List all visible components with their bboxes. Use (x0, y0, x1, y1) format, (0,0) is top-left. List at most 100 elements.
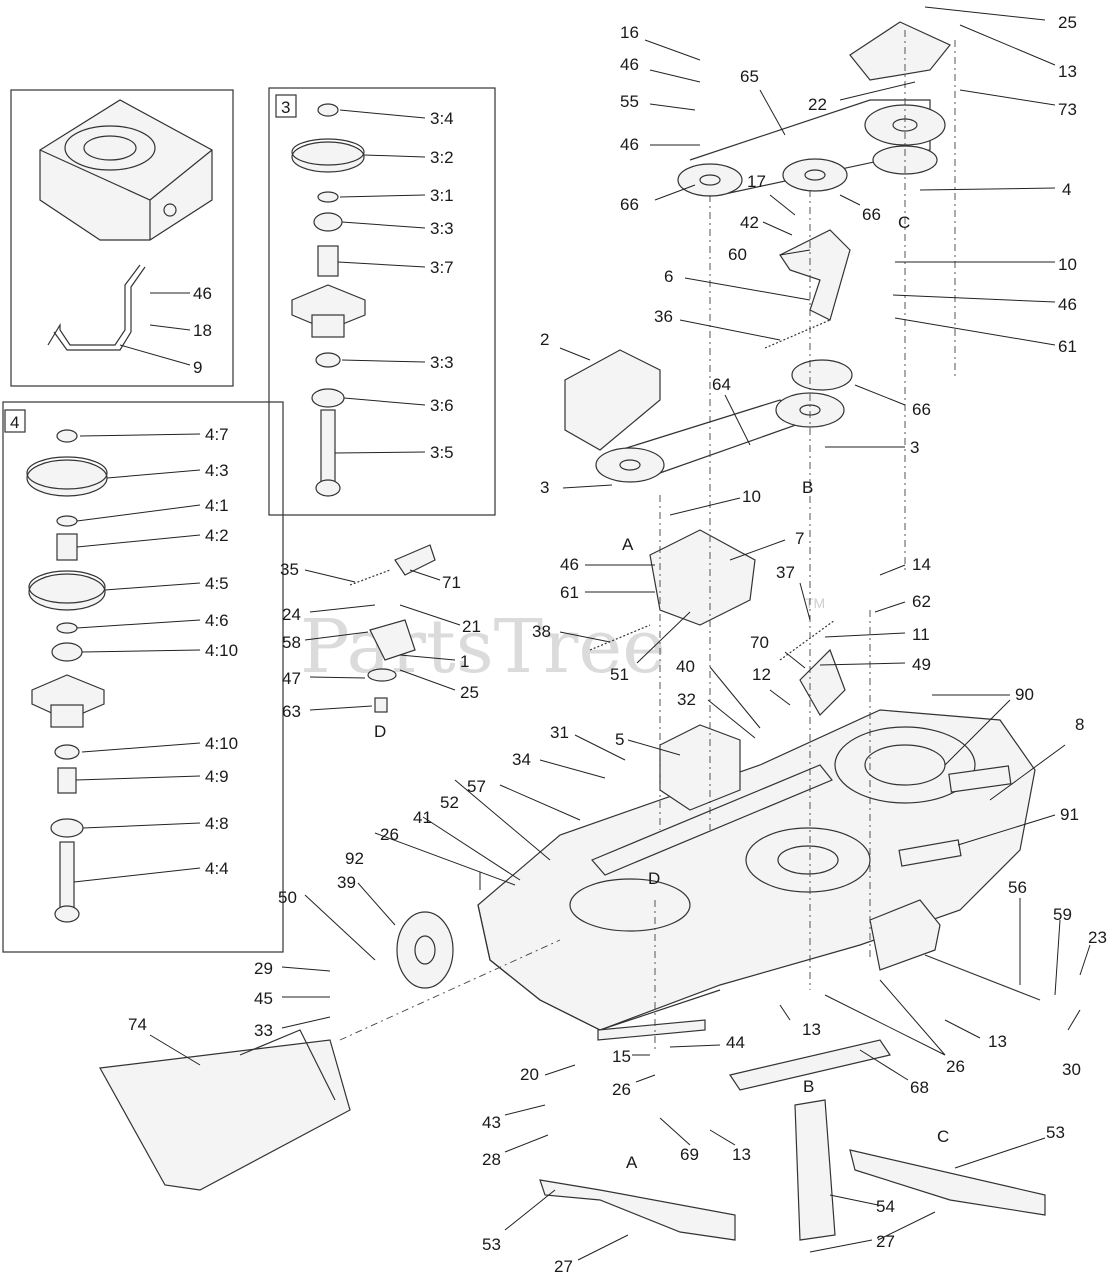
callout-64: 64 (712, 375, 731, 394)
blade-c (849, 1149, 1046, 1216)
callout-51: 51 (610, 665, 629, 684)
callout-d: D (374, 722, 386, 741)
callout-13: 13 (802, 1020, 821, 1039)
callout-61: 61 (1058, 337, 1077, 356)
callout-3-6: 3:6 (430, 396, 454, 415)
callout-50: 50 (278, 888, 297, 907)
callout-46: 46 (620, 55, 639, 74)
inset-4-spindle: 4 (2, 401, 284, 953)
callout-3: 3 (910, 438, 919, 457)
callout-c: C (898, 213, 910, 232)
callout-12: 12 (752, 665, 771, 684)
callout-17: 17 (747, 172, 766, 191)
callout-27: 27 (876, 1232, 895, 1251)
blade-b (794, 1099, 836, 1241)
lower-belt-pulleys (564, 349, 853, 483)
callout-13: 13 (1058, 62, 1077, 81)
callout-70: 70 (750, 633, 769, 652)
callout-91: 91 (1060, 805, 1079, 824)
inset-3-tag: 3 (281, 98, 290, 117)
callout-47: 47 (282, 669, 301, 688)
callout-4-3: 4:3 (205, 461, 229, 480)
callout-15: 15 (612, 1047, 631, 1066)
callout-66: 66 (620, 195, 639, 214)
callout-28: 28 (482, 1150, 501, 1169)
callout-c: C (937, 1127, 949, 1146)
callout-35: 35 (280, 560, 299, 579)
callout-3-4: 3:4 (430, 109, 454, 128)
callout-4: 4 (1062, 180, 1071, 199)
watermark-trademark: TM (805, 595, 825, 611)
callout-labels: 16 46 55 46 66 65 22 25 13 73 4 C 17 42 … (128, 13, 1107, 1276)
callout-13: 13 (732, 1145, 751, 1164)
callout-68: 68 (910, 1078, 929, 1097)
callout-3-3: 3:3 (430, 219, 454, 238)
callout-3-5: 3:5 (430, 443, 454, 462)
callout-3-2: 3:2 (430, 148, 454, 167)
callout-2: 2 (540, 330, 549, 349)
blade-a (539, 1179, 736, 1241)
inset-frame-linkage (10, 89, 234, 387)
callout-58: 58 (282, 633, 301, 652)
callout-4-2: 4:2 (205, 526, 229, 545)
callout-65: 65 (740, 67, 759, 86)
idler-arm-springs (589, 229, 851, 811)
callout-33: 33 (254, 1021, 273, 1040)
callout-4-1: 4:1 (205, 496, 229, 515)
callout-1: 1 (460, 652, 469, 671)
mower-deck (477, 709, 1036, 1031)
linkage-rod (869, 899, 1041, 1001)
callout-66: 66 (912, 400, 931, 419)
callout-56: 56 (1008, 878, 1027, 897)
callout-24: 24 (282, 605, 301, 624)
callout-21: 21 (462, 617, 481, 636)
callout-38: 38 (532, 622, 551, 641)
callout-73: 73 (1058, 100, 1077, 119)
callout-44: 44 (726, 1033, 745, 1052)
inset-3-labels: 3:4 3:2 3:1 3:3 3:7 3:3 3:6 3:5 (430, 109, 454, 462)
callout-46: 46 (560, 555, 579, 574)
baffle-68 (729, 1039, 891, 1091)
callout-42: 42 (740, 213, 759, 232)
callout-6: 6 (664, 267, 673, 286)
callout-90: 90 (1015, 685, 1034, 704)
callout-39: 39 (337, 873, 356, 892)
callout-18: 18 (193, 321, 212, 340)
callout-27: 27 (554, 1257, 573, 1276)
callout-4-9: 4:9 (205, 767, 229, 786)
callout-54: 54 (876, 1197, 895, 1216)
watermark: PartsTree (300, 604, 666, 690)
callout-55: 55 (620, 92, 639, 111)
callout-26: 26 (380, 825, 399, 844)
callout-49: 49 (912, 655, 931, 674)
callout-29: 29 (254, 959, 273, 978)
inset-4-tag: 4 (10, 413, 19, 432)
callout-41: 41 (413, 808, 432, 827)
callout-3-7: 3:7 (430, 258, 454, 277)
callout-92: 92 (345, 849, 364, 868)
callout-9: 9 (193, 358, 202, 377)
callout-25: 25 (460, 683, 479, 702)
callout-a: A (622, 535, 634, 554)
callout-4-6: 4:6 (205, 611, 229, 630)
callout-43: 43 (482, 1113, 501, 1132)
gauge-wheel (396, 911, 454, 989)
callout-31: 31 (550, 723, 569, 742)
callout-7: 7 (795, 529, 804, 548)
callout-4-5: 4:5 (205, 574, 229, 593)
baffle-69 (597, 1019, 706, 1041)
callout-b: B (803, 1077, 814, 1096)
callout-25: 25 (1058, 13, 1077, 32)
callout-37: 37 (776, 563, 795, 582)
callout-62: 62 (912, 592, 931, 611)
callout-60: 60 (728, 245, 747, 264)
callout-10: 10 (742, 487, 761, 506)
callout-14: 14 (912, 555, 931, 574)
discharge-chute (99, 1029, 351, 1191)
callout-45: 45 (254, 989, 273, 1008)
callout-74: 74 (128, 1015, 147, 1034)
callout-69: 69 (680, 1145, 699, 1164)
callout-a: A (626, 1153, 638, 1172)
callout-4-4: 4:4 (205, 859, 229, 878)
callout-66: 66 (862, 205, 881, 224)
